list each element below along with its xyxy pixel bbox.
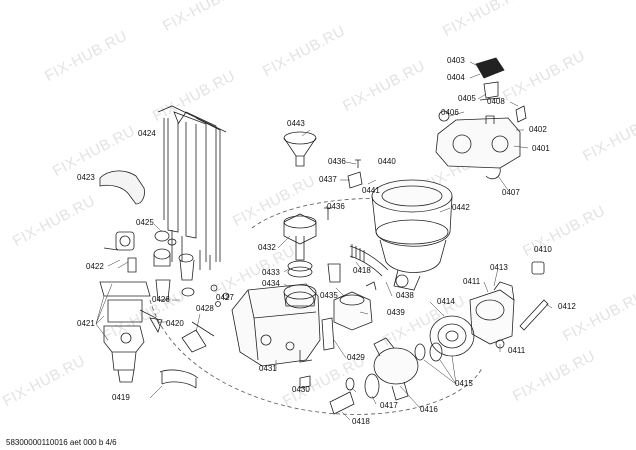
part-label: 0439 — [387, 308, 405, 317]
part-label: 0414 — [437, 297, 455, 306]
rod-0412 — [519, 299, 549, 331]
clip-0430 — [299, 375, 311, 389]
part-label: 0422 — [86, 262, 104, 271]
funnel-0443 — [283, 131, 317, 167]
tub-outline-dashed-upper — [251, 197, 421, 229]
valve-0422 — [103, 231, 137, 273]
tub-outline-dashed — [149, 299, 483, 415]
drain-pump-0439 — [327, 263, 377, 331]
part-label: 0442 — [452, 203, 470, 212]
part-label: 0436 — [328, 157, 346, 166]
ring-0429b — [345, 377, 355, 391]
part-label: 0430 — [292, 385, 310, 394]
part-0410 — [531, 261, 545, 275]
part-label: 0428 — [196, 304, 214, 313]
part-label: 0410 — [534, 245, 552, 254]
heater-pipe-assembly — [157, 105, 227, 270]
footer-code: 58300000110016 aet 000 b 4/6 — [6, 438, 117, 447]
hose-0419 — [159, 369, 199, 389]
cover-handle — [99, 170, 145, 205]
small-parts-0427 — [210, 284, 230, 307]
part-label: 0411 — [463, 277, 481, 286]
impeller-0415 — [414, 342, 443, 362]
part-label: 0423 — [77, 173, 95, 182]
part-label: 0426 — [152, 295, 170, 304]
part-label: 0420 — [166, 319, 184, 328]
part-label: 0441 — [362, 186, 380, 195]
part-label: 0402 — [529, 125, 547, 134]
part-label: 0436 — [327, 202, 345, 211]
part-label: 0405 — [458, 94, 476, 103]
part-label: 0437 — [319, 175, 337, 184]
hose-0438 — [349, 245, 389, 277]
part-label: 0416 — [420, 405, 438, 414]
filter-0434 — [283, 284, 317, 307]
hose-parts — [153, 230, 195, 301]
part-label: 0421 — [77, 319, 95, 328]
part-label: 0434 — [262, 279, 280, 288]
heat-pump-0413 — [469, 281, 515, 349]
part-label: 0424 — [138, 129, 156, 138]
part-label: 0408 — [487, 97, 505, 106]
part-label: 0419 — [112, 393, 130, 402]
sump-housing-0431 — [231, 283, 321, 367]
sensor-0429 — [321, 317, 335, 351]
drain-valve-assembly — [99, 281, 163, 383]
part-label: 0407 — [502, 188, 520, 197]
part-label: 0401 — [532, 144, 550, 153]
part-label: 0433 — [262, 268, 280, 277]
part-label: 0438 — [396, 291, 414, 300]
clip-0437 — [347, 171, 363, 189]
part-label: 0427 — [216, 293, 234, 302]
pump-cover-0414 — [429, 315, 475, 357]
part-label: 0403 — [447, 56, 465, 65]
part-label: 0417 — [380, 401, 398, 410]
ring-0433 — [287, 260, 313, 272]
part-label: 0440 — [378, 157, 396, 166]
part-label: 0411 — [508, 346, 526, 355]
ring-0417 — [364, 373, 380, 399]
ring-0434 — [287, 266, 313, 278]
part-label: 0443 — [287, 119, 305, 128]
pump-bowl-0442 — [371, 179, 453, 291]
part-label: 0418 — [353, 266, 371, 275]
part-label: 0431 — [259, 364, 277, 373]
part-label: 0432 — [258, 243, 276, 252]
part-label: 0429 — [347, 353, 365, 362]
part-label: 0435 — [320, 291, 338, 300]
part-label: 0425 — [136, 218, 154, 227]
flowmeter-0428 — [181, 321, 215, 353]
part-label: 0412 — [558, 302, 576, 311]
part-label: 0413 — [490, 263, 508, 272]
hose-0418 — [329, 391, 355, 415]
spray-nut-0432 — [283, 213, 317, 261]
part-label: 0415 — [455, 379, 473, 388]
part-label: 0404 — [447, 73, 465, 82]
screw-0436-top — [355, 159, 361, 168]
part-label: 0406 — [441, 108, 459, 117]
part-label: 0418 — [352, 417, 370, 426]
pump-housing-0416 — [373, 337, 419, 401]
upper-right-assembly — [435, 57, 527, 180]
